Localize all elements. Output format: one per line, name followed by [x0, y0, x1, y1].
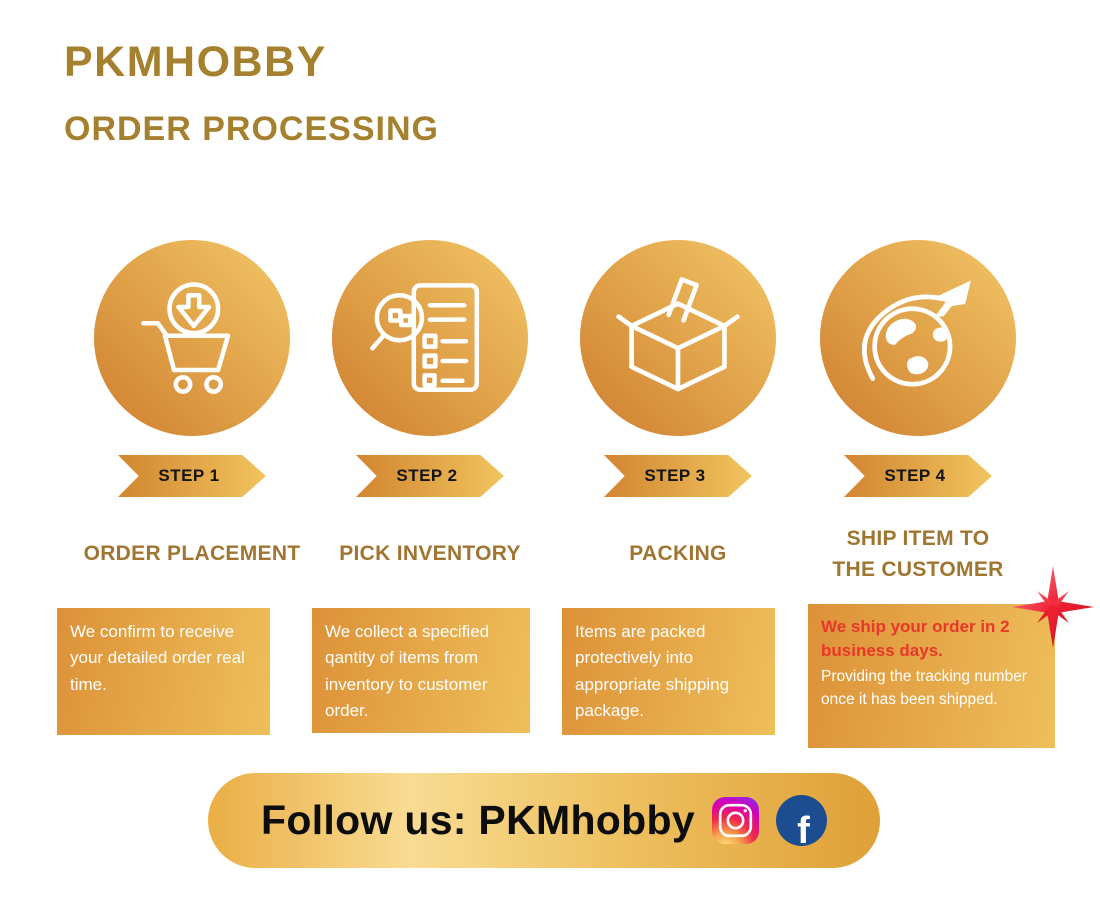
step-1-circle [94, 240, 290, 436]
packing-box-icon [616, 277, 740, 392]
step-4-description-rest: Providing the tracking number once it ha… [821, 667, 1027, 708]
step-2-title: PICK INVENTORY [339, 542, 521, 566]
step-4-description-highlight: We ship your order in 2 business days. [821, 617, 1010, 660]
instagram-camera-glyph [718, 803, 753, 838]
step-2-badge: STEP 2 [356, 455, 504, 497]
step-3-title: PACKING [629, 542, 727, 566]
cart-download-icon [141, 281, 231, 394]
follow-label: Follow us: PKMhobby [261, 797, 695, 843]
step-1-title: ORDER PLACEMENT [83, 542, 301, 566]
step-badge-label: STEP 4 [884, 466, 946, 485]
step-2-description: We collect a specified qantity of items … [312, 608, 530, 733]
step-4-circle [820, 240, 1016, 436]
globe-plane-icon [862, 280, 971, 387]
step-1-badge: STEP 1 [118, 455, 266, 497]
follow-banner: Follow us: PKMhobby f [208, 773, 880, 868]
brand-title: PKMHOBBY [64, 38, 327, 86]
starburst-icon [1012, 566, 1094, 648]
step-3-description: Items are packed protectively into appro… [562, 608, 775, 735]
step-badge-label: STEP 2 [396, 466, 458, 485]
step-badge-label: STEP 1 [158, 466, 220, 485]
step-4-description: We ship your order in 2 business days. P… [808, 604, 1055, 748]
instagram-icon[interactable] [711, 797, 759, 844]
facebook-f-glyph: f [797, 810, 810, 846]
pick-inventory-icon [370, 282, 480, 392]
page-title: ORDER PROCESSING [64, 110, 439, 148]
step-2-circle [332, 240, 528, 436]
step-3-circle [580, 240, 776, 436]
step-3-badge: STEP 3 [604, 455, 752, 497]
step-4-badge: STEP 4 [844, 455, 992, 497]
facebook-icon[interactable]: f [775, 795, 827, 846]
step-badge-label: STEP 3 [644, 466, 706, 485]
step-1-description: We confirm to receive your detailed orde… [57, 608, 270, 735]
step-4-title: SHIP ITEM TO THE CUSTOMER [832, 526, 1004, 582]
